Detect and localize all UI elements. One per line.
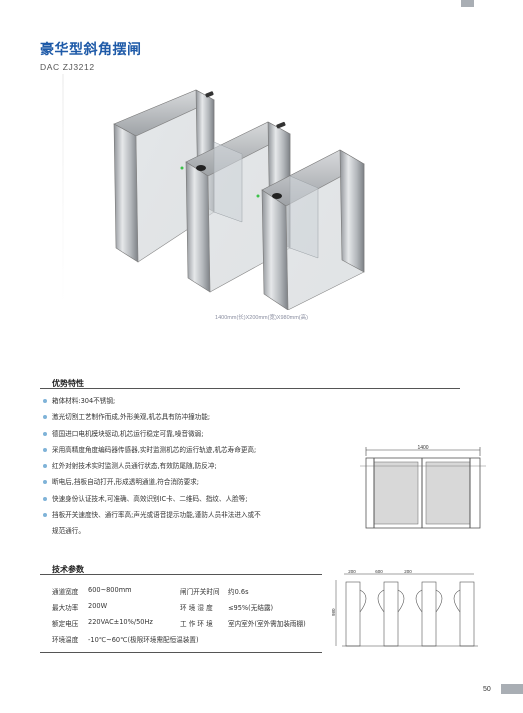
spec-value: 室内室外(室外需加装雨棚): [228, 620, 306, 628]
height-label: 980: [332, 608, 336, 616]
spec-key: 额定电压: [52, 620, 79, 628]
spec-key: 闸门开关时间: [180, 588, 220, 596]
spec-key: 环 境 湿 度: [180, 604, 213, 612]
feature-item: 快速身份认证技术,可准确、高效识别IC卡、二维码、指纹、人脸等;: [43, 495, 248, 503]
top-view-drawing: 1400: [360, 445, 486, 529]
top-width-label: 1400: [417, 445, 428, 451]
top-tab-marker: [461, 0, 474, 7]
spec-key: 工 作 环 境: [180, 620, 213, 628]
feature-item-continuation: 规范通行。: [52, 527, 85, 535]
feature-item: 挡板开关速度快、通行率高;声光或语音提示功能,谨防人员非法进入或不: [43, 511, 261, 519]
turnstile-product-image: [64, 72, 460, 310]
page-number: 50: [483, 686, 491, 693]
specs-bottom-divider: [40, 652, 322, 653]
spec-value: 约0.6s: [228, 588, 249, 596]
feature-item: 激光切割工艺制作而成,外形美观,机芯具有防冲撞功能;: [43, 413, 210, 421]
feature-item: 箱体材料:304不锈钢;: [43, 397, 115, 405]
spec-value: 600~800mm: [88, 586, 132, 594]
advantages-heading: 优势特性: [52, 379, 84, 388]
page-number-bar: [501, 684, 523, 694]
spec-key: 最大功率: [52, 604, 79, 612]
spec-value: ≤95%(无结露): [228, 604, 274, 612]
spec-key: 通道宽度: [52, 588, 79, 596]
feature-item: 德国进口电机模块驱动,机芯运行稳定可靠,噪音微弱;: [43, 430, 203, 438]
dim-label-middle: 600: [375, 569, 383, 574]
front-view-drawing: 200 600 200 980: [332, 569, 478, 647]
spec-value: -10℃~60℃(极限环境需配恒温装置): [88, 636, 199, 644]
specs-heading: 技术参数: [52, 565, 84, 574]
specs-divider: [40, 574, 322, 575]
feature-item: 红外对射技术实时监测人员通行状态,有效防尾随,防反冲;: [43, 462, 217, 470]
feature-item: 采用高精度角度编码器传感器,实时监测机芯的运行轨迹,机芯寿命更高;: [43, 446, 256, 454]
model-number: DAC ZJ3212: [40, 62, 95, 72]
dim-label-right: 200: [404, 569, 412, 574]
dim-label-left: 200: [348, 569, 356, 574]
spec-value: 220VAC±10%/50Hz: [88, 618, 153, 626]
dimension-caption: 1400mm(长)X200mm(宽)X980mm(高): [215, 315, 308, 321]
page-title: 豪华型斜角摆闸: [40, 42, 142, 58]
spec-value: 200W: [88, 602, 108, 610]
advantages-divider: [40, 388, 460, 389]
spec-key: 环境温度: [52, 636, 79, 644]
feature-item: 断电后,挡板自动打开,形成透明通道,符合消防要求;: [43, 478, 199, 486]
